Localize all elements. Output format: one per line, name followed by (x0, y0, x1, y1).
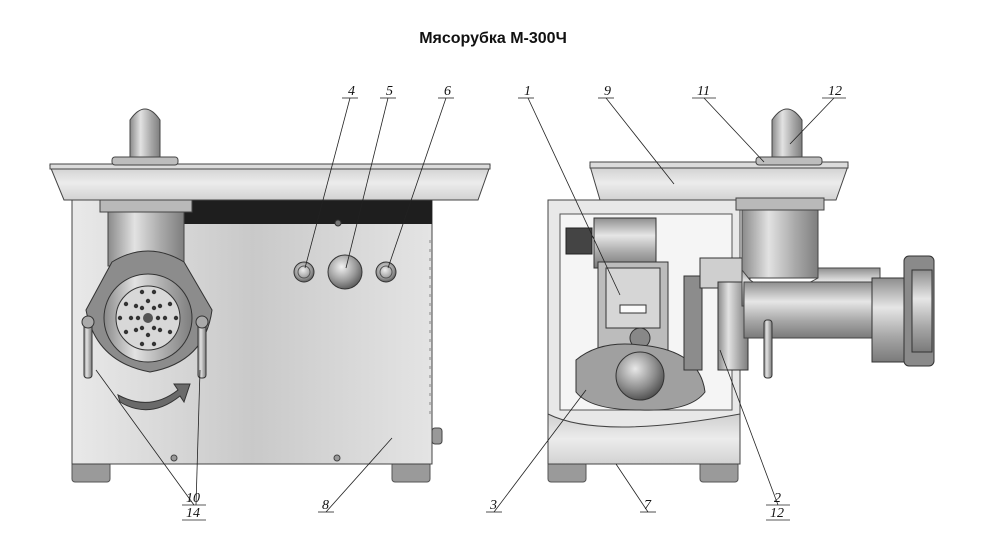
grating-holes (117, 289, 179, 347)
side-left-foot (547, 461, 587, 483)
callout-7: 7 (644, 498, 652, 513)
side-tray (589, 165, 849, 201)
side-connector (565, 227, 593, 255)
side-neck-tube-9 (741, 197, 819, 279)
callout-9: 9 (604, 84, 611, 99)
callout-10: 10 (186, 491, 200, 506)
diagram-title: Мясорубка М-300Ч (419, 30, 567, 47)
front-pusher (129, 108, 161, 161)
front-left-clamp (83, 319, 93, 379)
callout-1: 1 (524, 84, 531, 99)
callout-6: 6 (444, 84, 451, 99)
callout-3: 3 (489, 498, 497, 513)
callout-14: 14 (186, 506, 200, 521)
front-dark-band (180, 198, 432, 224)
callout-5: 5 (386, 84, 393, 99)
front-tray (49, 165, 491, 201)
front-left-foot (71, 461, 111, 483)
rotation-arrow (117, 383, 191, 411)
front-right-foot (391, 461, 431, 483)
front-right-clamp (197, 319, 207, 379)
front-view (49, 108, 491, 483)
callout-4: 4 (348, 84, 355, 99)
side-right-foot (699, 461, 739, 483)
callout-11: 11 (697, 84, 710, 99)
side-pusher-12 (771, 108, 803, 161)
side-view (547, 108, 935, 483)
callout-labels: 4 5 6 1 9 11 12 10 14 8 3 7 2 12 (186, 84, 842, 521)
callout-12-top: 12 (828, 84, 842, 99)
knob-5 (327, 254, 363, 290)
button-4 (293, 261, 315, 283)
callout-2: 2 (774, 491, 781, 506)
side-clamp-handle (763, 319, 773, 379)
button-6 (375, 261, 397, 283)
leader-lines (95, 97, 846, 521)
callout-8: 8 (322, 498, 329, 513)
callout-12-bottom: 12 (770, 506, 784, 521)
